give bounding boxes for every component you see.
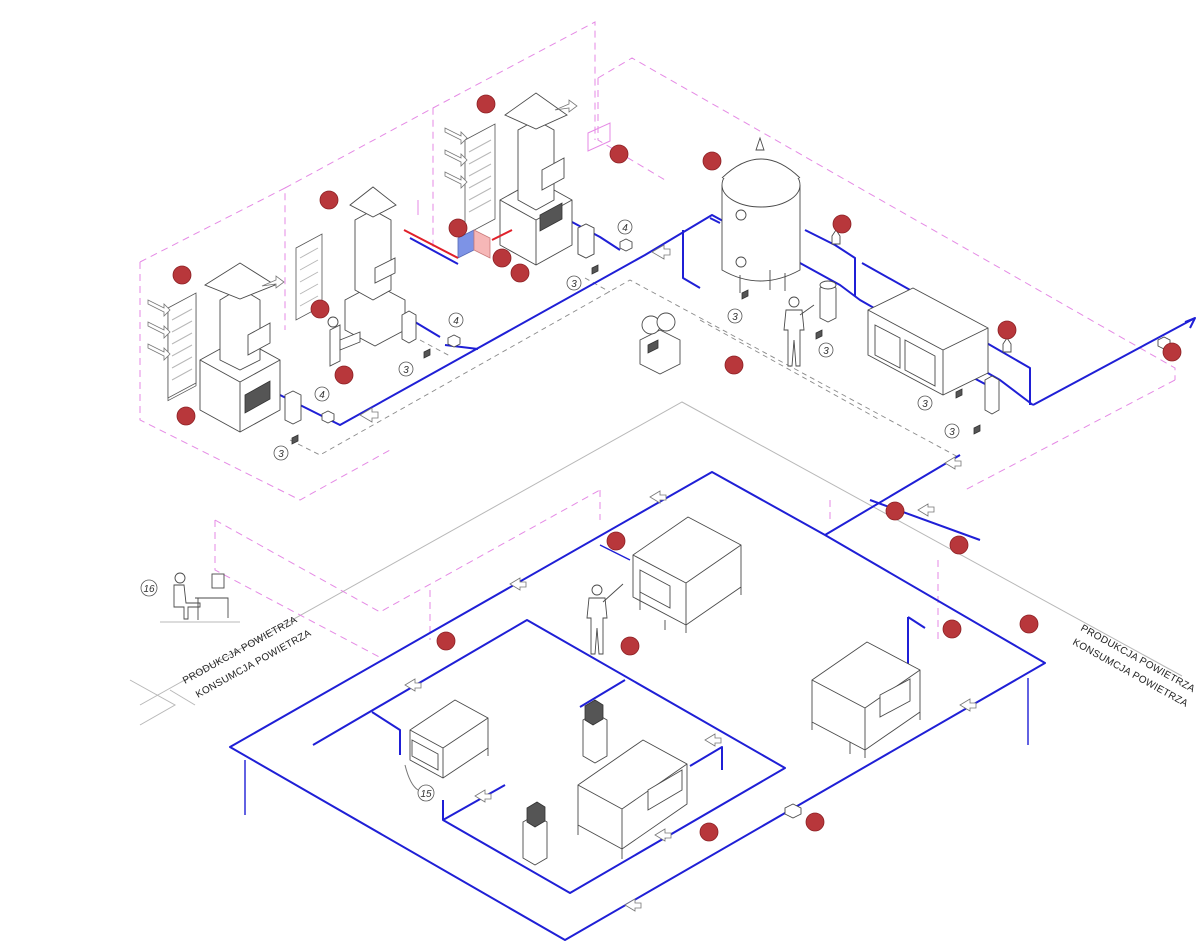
svg-text:4: 4 [453,316,459,327]
dispenser-unit-1 [582,699,608,764]
machine-inner-left [409,699,489,779]
svg-text:4: 4 [319,390,325,401]
marker-20 [620,636,640,656]
inline-filters [291,223,1171,445]
marker-6 [492,248,512,268]
marker-11 [334,365,354,385]
tag-4-c: 4 [314,386,330,402]
svg-text:3: 3 [823,346,829,357]
marker-23 [699,822,719,842]
marker-24 [805,812,825,832]
compressor-room-2 [295,186,417,367]
marker-5 [448,218,468,238]
compressor-room-3 [403,92,611,266]
marker-16 [885,501,905,521]
marker-13 [997,320,1017,340]
air-receiver-tank [721,136,801,293]
tag-3-c: 3 [273,445,289,461]
tag-3-e: 3 [818,342,834,358]
dryer-cabinet [867,287,1000,415]
tag-4-a: 4 [617,219,633,235]
dashed-auxiliary-lines [289,277,961,459]
zone-boundary-lines [129,401,1183,726]
tag-3-f: 3 [917,395,933,411]
marker-18 [606,531,626,551]
svg-text:16: 16 [143,584,155,595]
marker-19 [436,631,456,651]
tag-3-b: 3 [398,361,414,377]
tag-3-a: 3 [566,275,582,291]
reference-tags: 4 4 4 3 3 3 3 3 [140,219,960,802]
compressor-room-1 [147,262,302,433]
marker-21 [942,619,962,639]
machine-large-top [632,516,742,633]
marker-15 [176,406,196,426]
seated-operator-terminal [160,572,240,623]
svg-text:3: 3 [732,312,738,323]
tag-16: 16 [140,579,158,597]
marker-1 [476,94,496,114]
svg-text:3: 3 [949,427,955,438]
svg-text:3: 3 [571,279,577,290]
svg-text:3: 3 [278,449,284,460]
tag-4-b: 4 [448,312,464,328]
operator-figure-1 [783,296,815,367]
svg-text:3: 3 [922,399,928,410]
marker-12 [724,355,744,375]
marker-8 [832,214,852,234]
marker-14 [1162,342,1182,362]
consumption-pipework [229,454,1046,941]
machine-right [811,641,921,758]
marker-2 [609,144,629,164]
machine-inner-center [577,739,688,859]
marker-9 [172,265,192,285]
svg-text:4: 4 [622,223,628,234]
tag-3-g: 3 [944,423,960,439]
marker-10 [310,299,330,319]
callout-markers [172,94,1182,842]
marker-4 [319,190,339,210]
tag-15: 15 [404,764,435,802]
operator-figures [160,296,815,655]
marker-22 [1019,614,1039,634]
tag-3-d: 3 [727,308,743,324]
marker-3 [702,151,722,171]
marker-7 [510,263,530,283]
operator-figure-2 [586,583,624,655]
junction-box [784,803,802,819]
dispenser-unit-2 [522,801,548,866]
twin-tank-unit [639,312,681,375]
svg-text:3: 3 [403,365,409,376]
marker-17 [949,535,969,555]
svg-text:15: 15 [420,789,432,800]
flow-arrows [359,244,977,912]
consumer-machines [409,516,921,866]
